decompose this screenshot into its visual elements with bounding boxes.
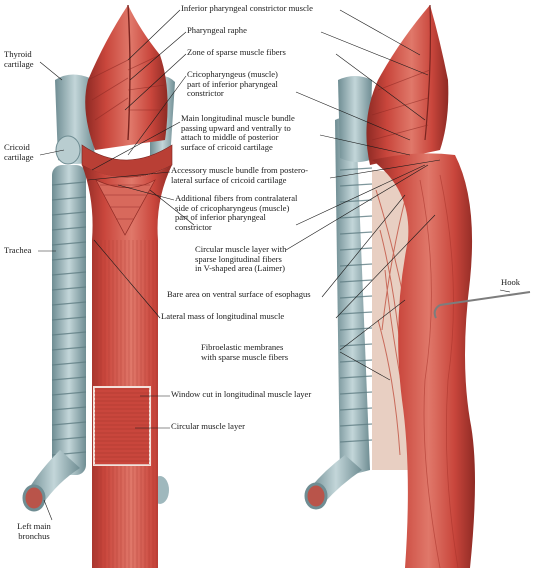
right-esophagus	[372, 153, 475, 569]
label-main-longitudinal-bundle: Main longitudinal muscle bundle passing …	[181, 113, 295, 152]
label-hook: Hook	[501, 277, 521, 287]
label-window-cut: Window cut in longitudinal muscle layer	[171, 389, 312, 399]
label-accessory-muscle-bundle: Accessory muscle bundle from postero- la…	[171, 165, 308, 185]
label-inferior-pharyngeal-constrictor: Inferior pharyngeal constrictor muscle	[181, 3, 313, 13]
left-trachea	[22, 165, 169, 512]
label-zone-sparse-muscle: Zone of sparse muscle fibers	[187, 47, 286, 57]
label-trachea: Trachea	[4, 245, 32, 255]
label-circular-muscle-v-area: Circular muscle layer with sparse longit…	[195, 244, 287, 274]
right-pharyngeal-constrictor	[366, 5, 449, 165]
label-circular-muscle-layer: Circular muscle layer	[171, 421, 245, 431]
label-thyroid-cartilage: Thyroid cartilage	[4, 49, 34, 69]
leader-lines	[38, 9, 511, 521]
label-additional-fibers: Additional fibers from contralateral sid…	[175, 193, 298, 232]
left-figure	[22, 4, 175, 568]
hook-instrument	[439, 291, 531, 306]
label-bare-area: Bare area on ventral surface of esophagu…	[167, 289, 311, 299]
label-cricopharyngeus: Cricopharyngeus (muscle) part of inferio…	[187, 69, 278, 99]
left-pharyngeal-constrictor	[85, 5, 168, 150]
label-left-main-bronchus: Left main bronchus	[17, 521, 51, 541]
label-lateral-mass: Lateral mass of longitudinal muscle	[161, 311, 285, 321]
label-pharyngeal-raphe: Pharyngeal raphe	[187, 25, 247, 35]
label-fibroelastic-membranes: Fibroelastic membranes with sparse muscl…	[201, 342, 289, 362]
label-cricoid-cartilage: Cricoid cartilage	[4, 142, 34, 162]
right-figure	[304, 4, 531, 569]
